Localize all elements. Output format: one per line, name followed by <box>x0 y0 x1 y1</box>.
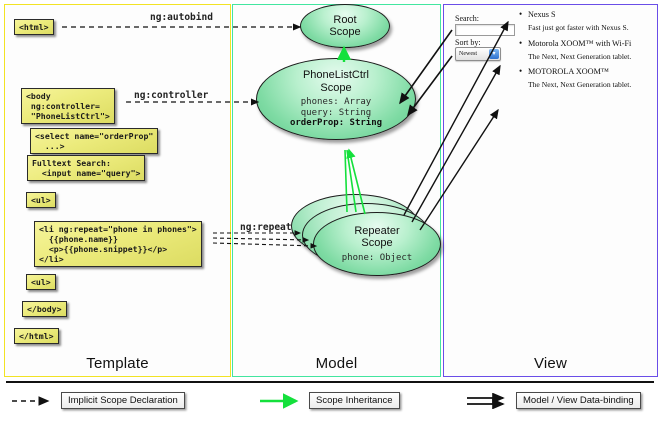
phone-snippet: The Next, Next Generation tablet. <box>528 80 632 89</box>
view-search-label: Search: <box>455 14 479 23</box>
legend-divider <box>6 381 654 383</box>
legend-label: Model / View Data-binding <box>516 392 641 409</box>
scope-property: orderProp: String <box>289 118 383 129</box>
view-phone-list: Nexus S Fast just got faster with Nexus … <box>519 9 651 96</box>
phone-name: MOTOROLA XOOM™ <box>519 66 651 76</box>
phone-snippet: Fast just got faster with Nexus S. <box>528 23 629 32</box>
view-sort-select[interactable]: Newest ▾ <box>455 47 501 61</box>
list-item: Motorola XOOM™ with Wi-Fi The Next, Next… <box>519 38 651 61</box>
bubble-phonelistctrl-scope: PhoneListCtrl Scope phones: Array query:… <box>256 58 416 140</box>
view-sort-selected-value: Newest <box>459 51 477 57</box>
list-item: MOTOROLA XOOM™ The Next, Next Generation… <box>519 66 651 89</box>
label-ng-repeat: ng:repeat <box>240 222 292 233</box>
legend-item-implicit-scope-declaration: Implicit Scope Declaration <box>10 392 185 409</box>
bubble-root-scope: Root Scope <box>300 4 390 48</box>
code-box-select: <select name="orderProp" ...> <box>30 128 159 154</box>
code-box-body: <body ng:controller= "PhoneListCtrl"> <box>21 88 115 124</box>
view-search-input[interactable] <box>455 24 515 36</box>
column-label-model: Model <box>315 355 358 372</box>
code-box-fulltext: Fulltext Search: <input name="query"> <box>27 155 146 181</box>
code-box-body-close: </body> <box>22 301 67 317</box>
scope-property: query: String <box>300 107 372 118</box>
green-arrow-icon <box>260 392 299 409</box>
repeater-scope-properties: phone: Object <box>342 253 412 264</box>
phonelist-scope-title-line2: Scope <box>320 81 352 94</box>
scope-property: phones: Array <box>300 97 372 108</box>
label-ng-autobind: ng:autobind <box>150 12 213 23</box>
column-label-template: Template <box>86 355 149 372</box>
legend-item-model-view-data-binding: Model / View Data-binding <box>465 392 641 409</box>
phone-name: Motorola XOOM™ with Wi-Fi <box>519 38 651 48</box>
column-template: Template <box>4 4 231 377</box>
phonelist-scope-title-line1: PhoneListCtrl <box>302 69 370 82</box>
root-scope-title-line2: Scope <box>329 26 361 38</box>
bubble-repeater-scope: Repeater Scope phone: Object <box>313 212 441 276</box>
code-box-html-open: <html> <box>14 19 54 35</box>
phone-name: Nexus S <box>519 9 651 19</box>
label-ng-controller: ng:controller <box>134 90 209 101</box>
dashed-arrow-icon <box>12 395 50 406</box>
legend-label: Implicit Scope Declaration <box>61 392 185 409</box>
legend-label: Scope Inheritance <box>309 392 400 409</box>
phonelist-scope-properties: phones: Array query: String orderProp: S… <box>290 97 382 129</box>
code-box-ul-close: <ul> <box>26 274 56 290</box>
repeater-scope-title-line2: Scope <box>361 237 393 250</box>
list-item: Nexus S Fast just got faster with Nexus … <box>519 9 651 32</box>
column-label-view: View <box>533 355 568 372</box>
double-arrow-icon <box>467 392 505 409</box>
chevron-updown-icon: ▾ <box>489 49 499 59</box>
code-box-li-repeat: <li ng:repeat="phone in phones"> {{phone… <box>34 221 202 267</box>
scope-property: phone: Object <box>341 252 413 263</box>
repeater-scope-title-line1: Repeater <box>354 224 400 237</box>
phone-snippet: The Next, Next Generation tablet. <box>528 51 632 61</box>
legend: Implicit Scope Declaration Scope Inherit… <box>0 390 660 418</box>
view-sort-label: Sort by: <box>455 38 481 47</box>
code-box-ul-open: <ul> <box>26 192 56 208</box>
root-scope-title-line1: Root <box>333 13 357 26</box>
code-box-html-close: </html> <box>14 328 59 344</box>
legend-item-scope-inheritance: Scope Inheritance <box>258 392 400 409</box>
